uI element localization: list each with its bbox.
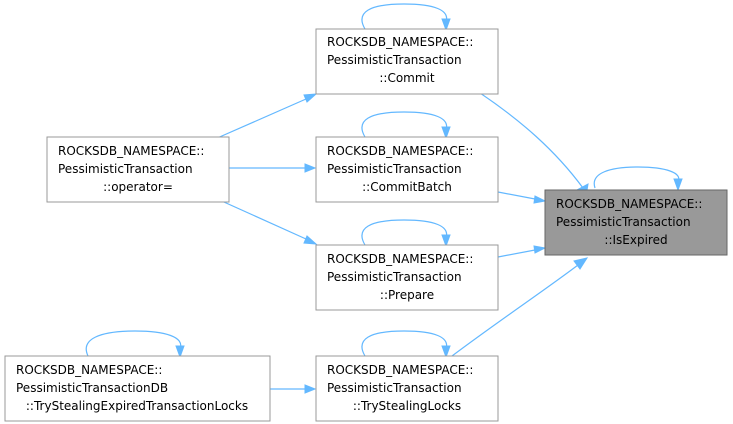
node-line: PessimisticTransaction	[327, 381, 462, 395]
node-line: ::Commit	[379, 71, 435, 85]
node-line: ROCKSDB_NAMESPACE::	[327, 252, 473, 266]
arrowhead	[304, 384, 317, 394]
node-box[interactable]	[315, 136, 499, 203]
node-line: PessimisticTransaction	[556, 215, 691, 229]
node-line: ROCKSDB_NAMESPACE::	[16, 363, 162, 377]
arrowhead	[533, 195, 547, 204]
node-commit[interactable]: ROCKSDB_NAMESPACE:: PessimisticTransacti…	[315, 28, 499, 95]
node-line: ::Prepare	[380, 288, 434, 302]
node-line: PessimisticTransaction	[58, 162, 193, 176]
self-loop-commit	[361, 3, 448, 30]
node-line: ::operator=	[103, 180, 173, 194]
node-line: PessimisticTransactionDB	[16, 381, 168, 395]
self-loop-commitbatch	[361, 111, 448, 138]
node-try-stealing-expired[interactable]: ROCKSDB_NAMESPACE:: PessimisticTransacti…	[4, 355, 271, 422]
node-line: PessimisticTransaction	[327, 162, 462, 176]
edge-commit-to-isexpired	[479, 92, 584, 189]
self-loop-trystealingexpired	[85, 330, 182, 357]
node-line: ROCKSDB_NAMESPACE::	[327, 35, 473, 49]
edges	[85, 3, 683, 394]
node-line: PessimisticTransaction	[327, 270, 462, 284]
node-line: ::TryStealingLocks	[353, 399, 461, 413]
arrowhead	[304, 163, 317, 173]
node-line: ROCKSDB_NAMESPACE::	[556, 197, 702, 211]
node-line: ::CommitBatch	[362, 180, 452, 194]
self-loop-trystealinglocks	[361, 330, 448, 357]
arrowhead	[441, 345, 451, 359]
node-box[interactable]	[4, 355, 271, 422]
node-commit-batch[interactable]: ROCKSDB_NAMESPACE:: PessimisticTransacti…	[315, 136, 499, 203]
arrowhead	[673, 178, 683, 192]
node-line: ROCKSDB_NAMESPACE::	[327, 144, 473, 158]
self-loop-isexpired	[593, 166, 680, 189]
arrowhead	[441, 18, 451, 32]
edge-prepare-to-isexpired	[497, 249, 536, 258]
node-line: ROCKSDB_NAMESPACE::	[58, 144, 204, 158]
node-box-selected	[544, 189, 728, 256]
arrowhead	[303, 93, 318, 103]
self-loop-prepare	[361, 219, 448, 246]
node-line: ::IsExpired	[604, 233, 667, 247]
node-try-stealing-locks[interactable]: ROCKSDB_NAMESPACE:: PessimisticTransacti…	[315, 355, 499, 422]
node-prepare[interactable]: ROCKSDB_NAMESPACE:: PessimisticTransacti…	[315, 244, 499, 311]
node-box[interactable]	[46, 136, 230, 203]
edge-operator-to-prepare	[214, 197, 307, 240]
arrowhead	[533, 245, 547, 254]
node-line: PessimisticTransaction	[327, 53, 462, 67]
node-is-expired: ROCKSDB_NAMESPACE:: PessimisticTransacti…	[544, 189, 728, 256]
node-line: ROCKSDB_NAMESPACE::	[327, 363, 473, 377]
node-box[interactable]	[315, 244, 499, 311]
node-box[interactable]	[315, 355, 499, 422]
arrowhead	[441, 234, 451, 248]
edge-commitbatch-to-isexpired	[497, 191, 536, 200]
arrowhead	[175, 345, 185, 359]
arrowhead	[441, 126, 451, 140]
node-operator-assign[interactable]: ROCKSDB_NAMESPACE:: PessimisticTransacti…	[46, 136, 230, 203]
arrowhead	[573, 257, 589, 270]
edge-trystealinglocks-to-isexpired	[451, 264, 579, 357]
node-box[interactable]	[315, 28, 499, 95]
edge-operator-to-commit	[214, 98, 307, 140]
arrowhead	[303, 235, 318, 245]
node-line: ::TryStealingExpiredTransactionLocks	[26, 399, 248, 413]
